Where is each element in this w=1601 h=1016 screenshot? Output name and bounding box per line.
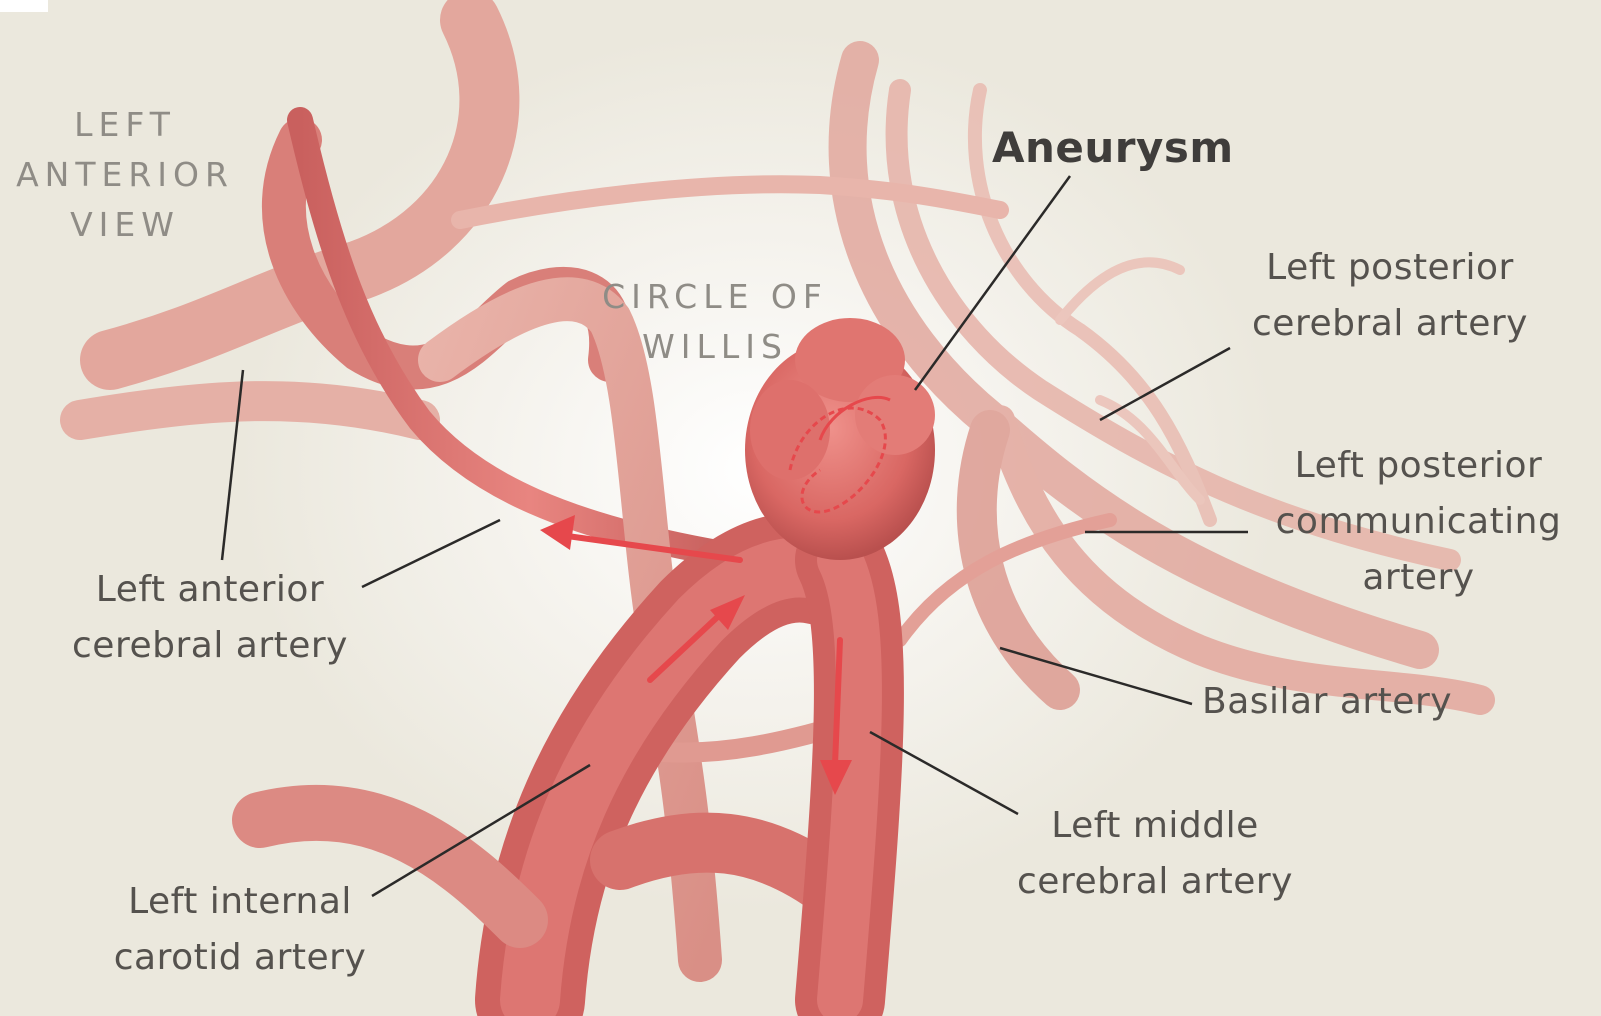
left-anterior-cerebral-label: Left anterior cerebral artery [50, 562, 370, 674]
left-middle-cerebral-label: Left middle cerebral artery [1000, 798, 1310, 910]
left-internal-carotid-label: Left internal carotid artery [95, 874, 385, 986]
leader-anterior-cerebral-upper [362, 520, 500, 587]
aneurysm-label: Aneurysm [992, 120, 1234, 176]
left-posterior-communicating-label: Left posterior communicating artery [1246, 438, 1591, 606]
left-posterior-cerebral-label: Left posterior cerebral artery [1230, 240, 1550, 352]
basilar-artery-label: Basilar artery [1202, 674, 1452, 730]
view-label: LEFT ANTERIOR VIEW [0, 100, 250, 250]
circle-of-willis-label: CIRCLE OF WILLIS [580, 272, 850, 372]
